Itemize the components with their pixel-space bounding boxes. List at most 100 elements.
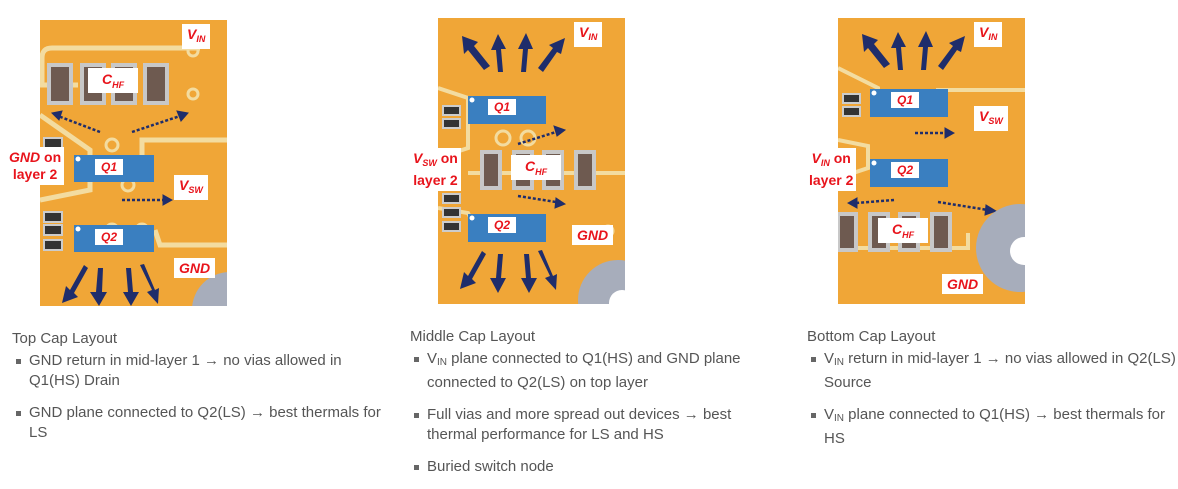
description-middle-cap: Middle Cap Layout VIN plane connected to… — [410, 328, 780, 489]
layer-net-sub: IN — [820, 158, 830, 168]
bullet-text: plane connected to Q1(HS) and GND plane … — [427, 350, 741, 391]
q1-label: Q1 — [488, 99, 517, 115]
passive — [442, 221, 461, 232]
chf-label: CHF — [511, 155, 562, 180]
layer-on: on — [436, 150, 458, 166]
passive — [442, 118, 461, 129]
vin-label: VIN — [974, 22, 1003, 47]
vsw-label: VSW — [174, 175, 208, 200]
bullet-item: VIN plane connected to Q1(HS) and GND pl… — [410, 349, 780, 393]
vin-sub: IN — [988, 32, 998, 42]
vin-text: V — [187, 26, 197, 42]
bullet-sub: IN — [834, 413, 845, 424]
description-top-cap: Top Cap Layout GND return in mid-layer 1… — [12, 330, 382, 455]
via — [186, 87, 200, 101]
passive — [43, 239, 63, 251]
panel-middle-cap: VIN Q1 CHF Q2 GND VSW on layer 2 Middle … — [400, 0, 780, 480]
vin-label: VIN — [182, 24, 211, 49]
vsw-label: VSW — [974, 106, 1008, 131]
q1-label: Q1 — [891, 92, 920, 108]
chf-label: CHF — [878, 218, 929, 243]
passive — [442, 193, 461, 204]
chf-sub: HF — [535, 166, 548, 177]
pcb-drawing — [438, 33, 625, 304]
q1-label: Q1 — [95, 159, 124, 175]
via — [494, 129, 512, 147]
chf-text: C — [102, 71, 113, 87]
trace — [936, 88, 1025, 98]
pcb-image-top-cap: VIN CHF Q1 Q2 VSW GND — [40, 20, 227, 306]
bullet-prefix: V — [824, 406, 835, 423]
panel-bottom-cap: VIN Q1 VSW Q2 CHF GND VIN on layer 2 Bot… — [800, 0, 1178, 480]
bullet-item: Full vias and more spread out devices → … — [410, 405, 780, 445]
q2-label: Q2 — [488, 217, 517, 233]
bullet-list: GND return in mid-layer 1 → no vias allo… — [12, 351, 382, 443]
dotted-arrows — [517, 125, 567, 209]
chf-sub: HF — [112, 79, 125, 90]
layer2-label: GND on layer 2 — [6, 147, 65, 185]
chf-sub: HF — [902, 229, 915, 240]
layout-title: Middle Cap Layout — [410, 328, 536, 345]
layer-on: on — [40, 149, 62, 165]
vin-text: V — [579, 24, 589, 40]
layer-text: layer 2 — [809, 172, 854, 188]
bullet-item: GND plane connected to Q2(LS) → best the… — [12, 403, 382, 443]
layer2-label: VSW on layer 2 — [410, 148, 461, 191]
trace — [139, 137, 227, 165]
layer2-label: VIN on layer 2 — [806, 148, 857, 191]
bullet-item: GND return in mid-layer 1 → no vias allo… — [12, 351, 382, 391]
layer-net: GND — [9, 149, 41, 165]
trace — [152, 229, 227, 248]
heat-arrows — [62, 264, 159, 306]
via — [104, 137, 120, 153]
vsw-text: V — [979, 108, 989, 124]
dotted-arrows — [846, 127, 998, 216]
bullet-text: return in mid-layer 1 → no vias allowed … — [824, 350, 1176, 391]
layer-text: layer 2 — [413, 172, 458, 188]
bullet-text: GND return in mid-layer 1 → no vias allo… — [29, 352, 342, 389]
layer-net: V — [413, 150, 423, 166]
vin-text: V — [979, 24, 989, 40]
chf-label: CHF — [88, 68, 139, 93]
passive — [842, 93, 861, 104]
layout-title: Bottom Cap Layout — [807, 328, 936, 345]
gnd-pad — [976, 204, 1025, 292]
pin1-dot — [469, 97, 475, 103]
gnd-pad — [578, 260, 625, 304]
passive — [442, 105, 461, 116]
passive — [43, 211, 63, 223]
passive — [442, 207, 461, 218]
q2-label: Q2 — [95, 229, 124, 245]
pin1-dot — [469, 215, 475, 221]
layer-net: V — [811, 150, 821, 166]
panel-top-cap: VIN CHF Q1 Q2 VSW GND GND on layer 2 Top… — [0, 0, 382, 480]
via — [519, 129, 537, 147]
gnd-label: GND — [572, 225, 614, 245]
vin-sub: IN — [196, 34, 206, 44]
pin1-dot — [871, 90, 877, 96]
layer-on: on — [829, 150, 851, 166]
mounting-hole — [1010, 237, 1025, 265]
vsw-text: V — [179, 177, 189, 193]
pin1-dot — [871, 160, 877, 166]
heat-arrows — [460, 33, 565, 293]
gnd-pad — [192, 272, 227, 306]
layer-text: layer 2 — [12, 166, 58, 182]
q2-label: Q2 — [891, 162, 920, 178]
trace — [40, 45, 200, 78]
pcb-drawing — [838, 31, 1025, 292]
bullet-list: VIN return in mid-layer 1 → no vias allo… — [807, 349, 1177, 449]
pin1-dot — [75, 156, 81, 162]
pcb-image-middle-cap: VIN Q1 CHF Q2 GND — [438, 18, 625, 304]
vsw-sub: SW — [988, 116, 1003, 126]
vsw-sub: SW — [188, 185, 203, 195]
bullet-prefix: V — [427, 350, 438, 367]
mounting-hole — [609, 290, 625, 304]
bullet-text: Full vias and more spread out devices → … — [427, 406, 732, 443]
passive — [43, 224, 63, 236]
bullet-text: GND plane connected to Q2(LS) → best the… — [29, 404, 381, 441]
vin-label: VIN — [574, 22, 603, 47]
gnd-label: GND — [942, 274, 984, 294]
capacitor-array — [47, 63, 169, 105]
bullet-list: VIN plane connected to Q1(HS) and GND pl… — [410, 349, 780, 477]
